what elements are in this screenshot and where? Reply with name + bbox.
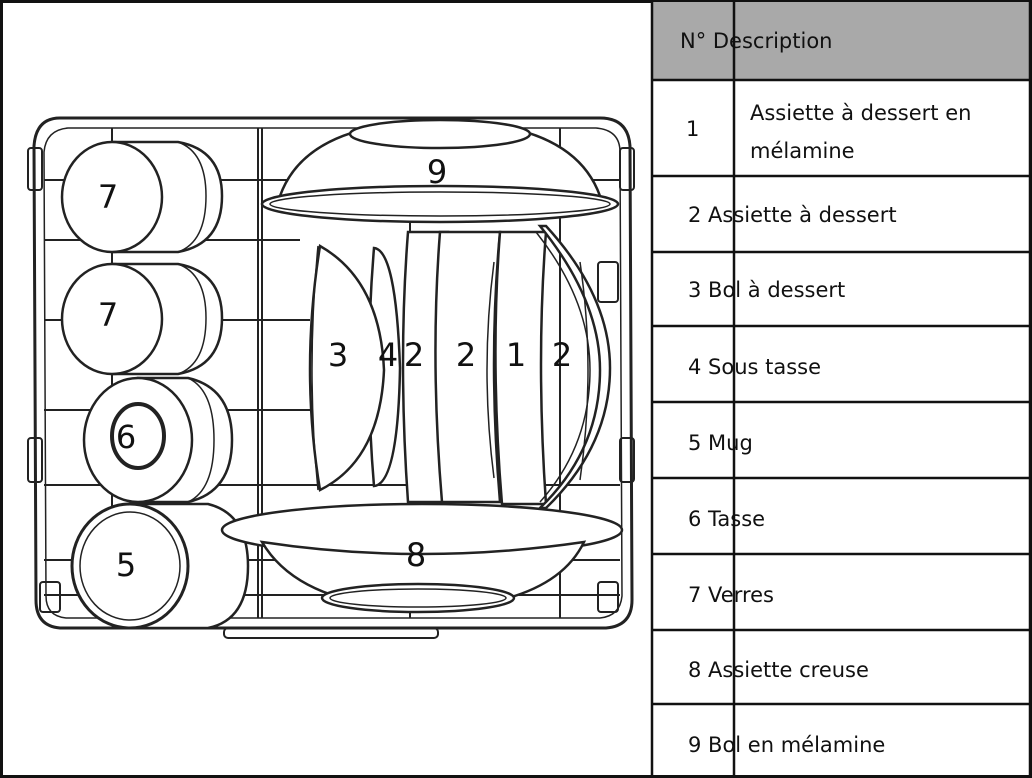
- plates-group: [401, 224, 612, 510]
- label-mug: 5: [116, 546, 136, 584]
- row-2: 2 Assiette à dessert: [688, 203, 897, 227]
- label-top-bowl: 9: [427, 153, 447, 191]
- label-plate-b: 2: [456, 336, 476, 374]
- table-header: N° Description: [680, 29, 833, 53]
- row-7: 7 Verres: [688, 583, 774, 607]
- row-9: 9 Bol en mélamine: [688, 733, 885, 757]
- row-1-desc-line2: mélamine: [750, 139, 855, 163]
- glass-top: [60, 140, 224, 254]
- description-table: N° Description 1 Assiette à dessert en m…: [650, 2, 1032, 776]
- row-3: 3 Bol à dessert: [688, 278, 845, 302]
- row-5: 5 Mug: [688, 431, 753, 455]
- label-plate-a: 2: [404, 336, 424, 374]
- label-cup: 6: [116, 418, 136, 456]
- label-deep-plate: 8: [406, 536, 426, 574]
- cup: [82, 376, 234, 504]
- deep-plate: [220, 502, 624, 614]
- label-small-bowl: 3: [328, 336, 348, 374]
- row-4: 4 Sous tasse: [688, 355, 821, 379]
- row-1-number: 1: [686, 117, 699, 141]
- label-glass-top: 7: [98, 178, 118, 216]
- label-saucer: 4: [378, 336, 398, 374]
- row-8: 8 Assiette creuse: [688, 658, 869, 682]
- label-plate-c: 2: [552, 336, 572, 374]
- row-1-desc-line1: Assiette à dessert en: [750, 101, 971, 125]
- mug: [70, 502, 250, 630]
- row-6: 6 Tasse: [688, 507, 765, 531]
- top-bowl: [260, 118, 620, 224]
- glass-middle: [60, 262, 224, 376]
- small-bowl: [308, 244, 386, 492]
- label-glass-middle: 7: [98, 296, 118, 334]
- table-header-bg: [652, 2, 1030, 80]
- label-plate-melamine: 1: [506, 336, 526, 374]
